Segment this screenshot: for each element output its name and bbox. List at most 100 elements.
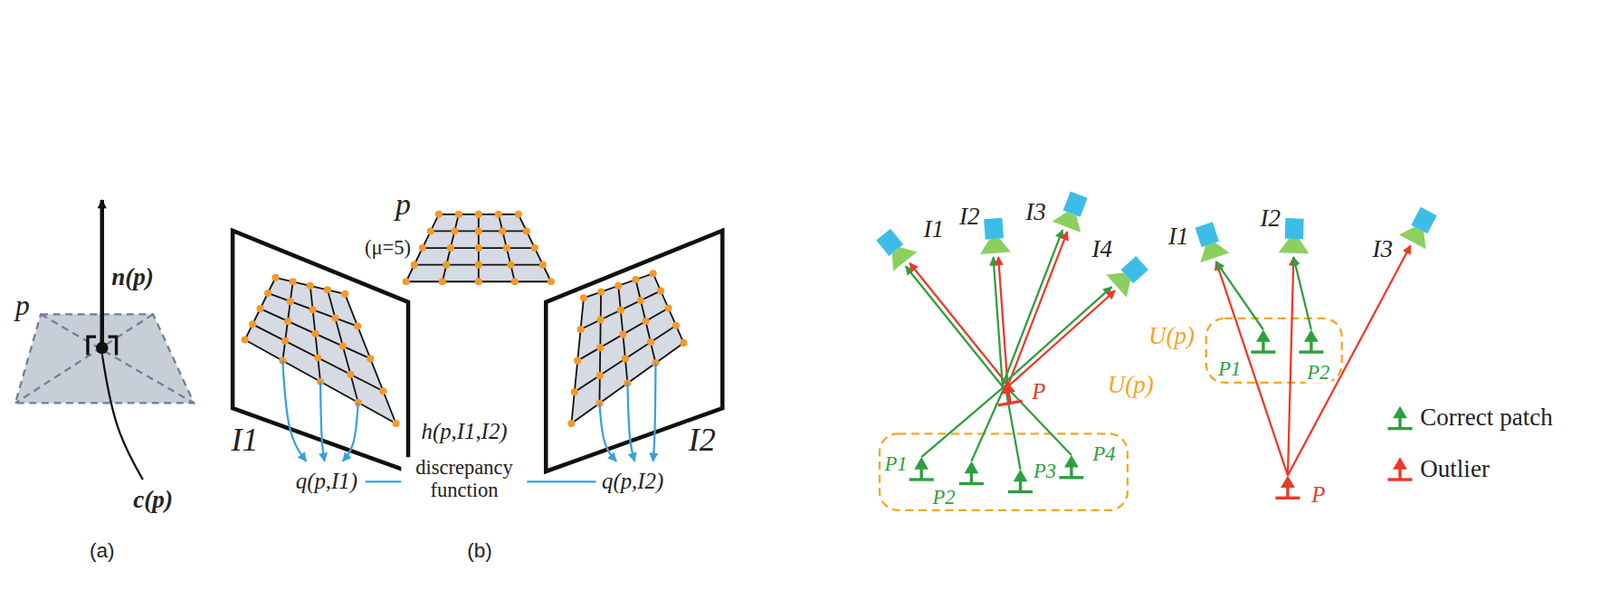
sampling-arrow bbox=[282, 361, 306, 462]
sampling-arrow bbox=[342, 402, 359, 462]
patch-head bbox=[1392, 406, 1408, 420]
sample-dot bbox=[597, 287, 605, 296]
sample-dot bbox=[366, 354, 374, 362]
sample-dot bbox=[511, 277, 519, 286]
neighborhood-name: U(p) bbox=[1146, 323, 1197, 351]
sample-dot bbox=[498, 227, 506, 235]
sample-dot bbox=[617, 306, 625, 315]
visibility-ray bbox=[1216, 261, 1264, 330]
sample-dot bbox=[442, 261, 450, 269]
camera-icon bbox=[977, 217, 1011, 255]
sample-dot bbox=[531, 244, 539, 252]
normal-label: n(p) bbox=[109, 264, 156, 292]
sample-dot bbox=[475, 244, 483, 252]
outlier-patch-icon bbox=[1275, 476, 1300, 499]
sample-dot bbox=[631, 276, 639, 284]
patch-head bbox=[999, 380, 1016, 395]
grid-line bbox=[653, 273, 685, 343]
sample-dot bbox=[641, 317, 649, 325]
patch-figure bbox=[15, 200, 194, 480]
patch-diagonal bbox=[15, 314, 153, 403]
grid-line bbox=[252, 323, 383, 391]
patch-name: P bbox=[1309, 482, 1327, 507]
patch-normal bbox=[1285, 486, 1289, 498]
camera-lens bbox=[979, 238, 1011, 255]
camera-icon bbox=[1278, 218, 1311, 254]
patch-normal bbox=[1008, 391, 1010, 403]
sample-dot bbox=[547, 277, 555, 286]
visibility-ray bbox=[993, 257, 1003, 386]
sample-dot bbox=[309, 305, 317, 314]
sample-dot bbox=[657, 286, 665, 295]
camera-lens bbox=[1195, 239, 1229, 264]
visibility-ray bbox=[1003, 286, 1113, 384]
sample-dot bbox=[331, 314, 339, 322]
sample-dot bbox=[672, 322, 680, 330]
function-name: h(p,I1,I2) bbox=[419, 419, 510, 444]
legend-text: Correct patch bbox=[1418, 404, 1554, 432]
patch-head bbox=[1013, 469, 1029, 483]
correct-patch-icon bbox=[909, 457, 934, 480]
sample-dot bbox=[455, 210, 463, 219]
visibility-ray bbox=[1002, 229, 1063, 385]
correct-patch-icon bbox=[959, 461, 984, 485]
sample-dot bbox=[314, 353, 322, 362]
patch-name: p bbox=[393, 187, 413, 221]
normal-arrow bbox=[100, 200, 105, 347]
grid-line bbox=[518, 214, 552, 282]
sample-dot bbox=[447, 244, 455, 252]
sample-grid bbox=[402, 210, 555, 286]
image-name: I2 bbox=[686, 422, 718, 459]
sample-dot bbox=[679, 339, 687, 347]
visibility-ray bbox=[1007, 231, 1067, 387]
sample-dot bbox=[523, 227, 531, 235]
patch-name: p bbox=[13, 290, 32, 323]
sample-dot bbox=[614, 282, 622, 290]
image-name: I4 bbox=[1089, 236, 1115, 264]
visibility-ray bbox=[909, 263, 1008, 385]
sample-dot bbox=[402, 277, 410, 286]
visibility-ray bbox=[1293, 257, 1312, 330]
patch-name: P2 bbox=[1304, 361, 1332, 384]
sample-dot bbox=[311, 330, 319, 338]
legend-sample bbox=[1387, 457, 1412, 480]
image-name: I2 bbox=[957, 203, 982, 231]
sample-dot bbox=[649, 269, 658, 277]
image-plane bbox=[545, 230, 723, 472]
sample-dot bbox=[619, 331, 627, 339]
sample-dot bbox=[391, 419, 400, 428]
sample-vector: q(p,I2) bbox=[600, 469, 666, 495]
visibility-ray bbox=[1287, 245, 1411, 476]
grid-line bbox=[245, 277, 277, 341]
sample-dot bbox=[286, 297, 295, 305]
correct-patch-icon bbox=[1058, 455, 1084, 478]
image-name: I3 bbox=[1371, 236, 1396, 264]
sample-dot bbox=[647, 338, 655, 346]
sample-dot bbox=[450, 227, 458, 235]
legend-text: Outlier bbox=[1418, 456, 1492, 484]
sample-dot bbox=[573, 357, 581, 365]
projection-figure bbox=[232, 210, 723, 482]
correct-patch-icon bbox=[1250, 329, 1276, 353]
sample-dot bbox=[475, 227, 483, 235]
sampling-arrow bbox=[320, 381, 325, 462]
camera-lens bbox=[1278, 238, 1310, 254]
neighborhood-name: U(p) bbox=[1105, 371, 1156, 400]
center-label: c(p) bbox=[131, 486, 175, 515]
visibility-ray bbox=[998, 257, 1008, 386]
patch-name: P bbox=[1029, 379, 1048, 404]
sample-dot bbox=[241, 335, 249, 343]
grid-line bbox=[577, 308, 668, 362]
sample-dot bbox=[248, 320, 257, 328]
sample-dot bbox=[323, 285, 332, 294]
patch-name: P1 bbox=[882, 453, 909, 477]
grid-line bbox=[344, 294, 396, 424]
patch-normal bbox=[970, 472, 973, 484]
sample-dot bbox=[506, 261, 515, 269]
patch-normal bbox=[1309, 341, 1313, 353]
patch-name: P3 bbox=[1031, 460, 1058, 484]
camera-lens bbox=[1052, 208, 1086, 233]
sample-dot bbox=[271, 274, 279, 282]
